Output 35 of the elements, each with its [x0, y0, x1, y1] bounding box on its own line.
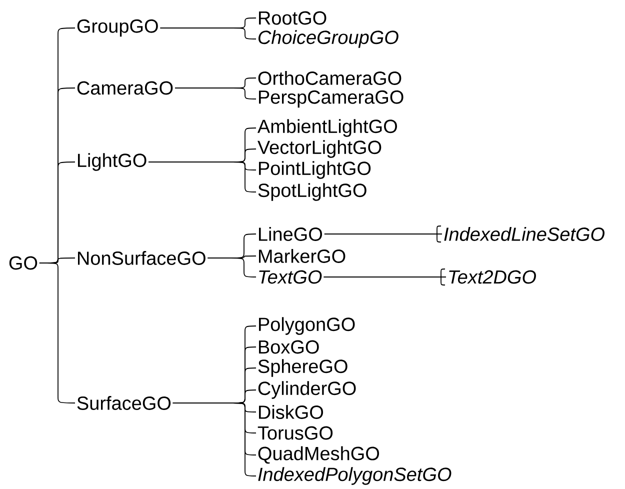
class-name: SurfaceGO [77, 396, 171, 410]
brace-connector [174, 88, 256, 100]
brace-connector [39, 262, 76, 404]
class-name: SphereGO [258, 359, 348, 377]
class-name: RootGO [259, 11, 326, 25]
class-name: LightGO [78, 153, 146, 171]
class-name: TextGO [259, 270, 322, 284]
class-name: MarkerGO [259, 249, 346, 263]
brace-connector [324, 226, 442, 242]
class-name: IndexedPolygonSetGO [258, 467, 452, 485]
brace-connector [160, 28, 256, 40]
class-name: VectorLightGO [258, 140, 382, 158]
class-name: QuadMeshGO [258, 446, 380, 464]
class-name: CylinderGO [258, 381, 356, 399]
class-name: TorusGO [258, 426, 333, 440]
class-name: IndexedLineSetGO [444, 227, 604, 241]
class-name: SpotLightGO [258, 183, 366, 201]
brace-connector [172, 402, 256, 476]
class-name: ChoiceGroupGO [258, 30, 398, 48]
class-name: AmbientLightGO [257, 119, 397, 137]
class-name: GroupGO [77, 19, 158, 37]
class-name: CameraGO [77, 81, 173, 95]
class-name: LineGO [259, 227, 322, 241]
class-name: OrthoCameraGO [258, 71, 402, 85]
class-name: GO [9, 256, 38, 270]
class-name: Text2DGO [449, 270, 536, 284]
class-name: PolygonGO [259, 317, 355, 335]
class-name: PointLightGO [259, 161, 371, 179]
class-name: BoxGO [259, 340, 319, 354]
class-name: NonSurfaceGO [78, 251, 206, 265]
brace-connector [323, 268, 446, 286]
class-name: PerspCameraGO [259, 90, 404, 108]
brace-connector [207, 258, 256, 278]
class-name: DiskGO [259, 405, 324, 419]
brace-connector [148, 162, 256, 192]
